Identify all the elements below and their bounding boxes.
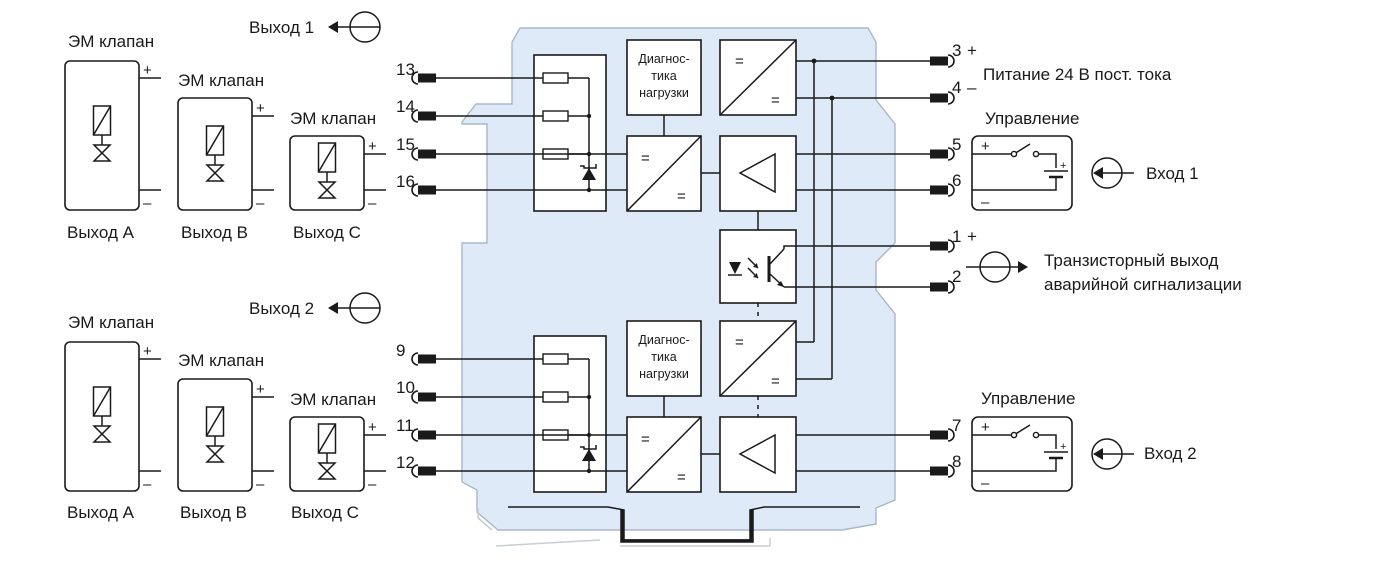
output-group-1: Выход 1 ЭМ клапан + – Выход A ЭМ клапан … — [64, 11, 386, 242]
svg-text:=: = — [771, 92, 780, 109]
svg-text:–: – — [981, 194, 990, 211]
optocoupler — [719, 229, 938, 304]
amplifier-box-1 — [719, 135, 797, 212]
channel-2: Диагнос- тика нагрузки = = = = — [418, 320, 938, 493]
terminal-6: 6 — [952, 171, 961, 190]
terminal-10: 10 — [396, 378, 415, 397]
valve-b-title: ЭМ клапан — [178, 71, 264, 90]
valve-b-box — [177, 97, 253, 211]
terminal-13: 13 — [396, 60, 415, 79]
svg-text:=: = — [735, 53, 744, 70]
valve-b-output: Выход B — [181, 223, 248, 242]
valve-c-output: Выход C — [293, 223, 361, 242]
amplifier-1 — [738, 152, 776, 194]
svg-text:+: + — [368, 419, 377, 436]
svg-text:–: – — [368, 195, 377, 212]
terminal-1-sign: + — [967, 227, 977, 246]
valve-c2-title: ЭМ клапан — [290, 390, 376, 409]
valve-c2-output: Выход C — [291, 503, 359, 522]
svg-text:=: = — [735, 334, 744, 351]
power-label: Питание 24 В пост. тока — [983, 65, 1172, 84]
diagnostics-label-1b: тика — [651, 69, 676, 83]
terminal-5: 5 — [952, 135, 961, 154]
svg-text:–: – — [981, 475, 990, 492]
valve-c-title: ЭМ клапан — [290, 109, 376, 128]
left-terminals: 13 14 15 16 9 10 11 12 — [396, 60, 437, 478]
terminal-3: 3 — [952, 41, 961, 60]
terminal-3-sign: + — [967, 41, 977, 60]
control-block-1: Управление + – + — [971, 109, 1080, 211]
diagnostics-label-1c: нагрузки — [639, 86, 689, 100]
terminal-12: 12 — [396, 453, 415, 472]
terminal-2: 2 — [952, 267, 961, 286]
input-1-label: Вход 1 — [1146, 164, 1199, 183]
output-1-label: Выход 1 — [249, 18, 314, 37]
power-bus — [796, 58, 835, 380]
valve-a2-title: ЭМ клапан — [68, 313, 154, 332]
transistor-label-1: Транзисторный выход — [1044, 251, 1218, 270]
svg-text:+: + — [368, 138, 377, 155]
diagnostics-label-1a: Диагнос- — [638, 52, 689, 66]
terminal-14: 14 — [396, 97, 415, 116]
valve-a-title: ЭМ клапан — [68, 32, 154, 51]
svg-text:=: = — [677, 469, 686, 486]
diagnostics-label-2c: нагрузки — [639, 367, 689, 381]
amplifier-box-2 — [719, 416, 797, 493]
diagnostics-box-2 — [626, 320, 702, 397]
svg-text:–: – — [143, 195, 152, 212]
terminal-4-sign: – — [967, 78, 977, 97]
svg-text:+: + — [143, 62, 152, 79]
din-rail-foot — [477, 508, 771, 547]
svg-text:=: = — [677, 188, 686, 205]
svg-text:–: – — [368, 476, 377, 493]
control-label-1: Управление — [985, 109, 1080, 128]
terminal-4: 4 — [952, 78, 961, 97]
valve-a-output: Выход A — [67, 223, 135, 242]
svg-text:+: + — [256, 381, 265, 398]
terminal-9: 9 — [396, 341, 405, 360]
control-label-2: Управление — [981, 389, 1076, 408]
diagnostics-label-2a: Диагнос- — [638, 333, 689, 347]
zener-diode-1 — [582, 168, 596, 180]
transistor-label-2: аварийной сигнализации — [1044, 275, 1242, 294]
svg-text:–: – — [256, 195, 265, 212]
terminal-8: 8 — [952, 452, 961, 471]
svg-text:+: + — [256, 100, 265, 117]
transistor-output: Транзисторный выход аварийной сигнализац… — [966, 251, 1242, 294]
terminal-16: 16 — [396, 172, 415, 191]
right-terminals: 3 + 4 – 5 6 1 + 2 7 8 — [929, 41, 977, 478]
input-2: Вход 2 — [1091, 438, 1197, 470]
valve-b2-output: Выход B — [180, 503, 247, 522]
svg-text:=: = — [641, 431, 650, 448]
input-2-label: Вход 2 — [1144, 444, 1197, 463]
valve-b2-box — [177, 378, 253, 492]
terminal-11: 11 — [396, 416, 414, 435]
diagnostics-label-2b: тика — [651, 350, 676, 364]
svg-text:+: + — [1060, 160, 1066, 172]
svg-text:=: = — [771, 373, 780, 390]
svg-text:–: – — [143, 476, 152, 493]
din-rail-clip — [620, 510, 754, 543]
valve-b2-title: ЭМ клапан — [178, 351, 264, 370]
input-1: Вход 1 — [1091, 157, 1199, 189]
terminal-7: 7 — [952, 416, 961, 435]
svg-text:–: – — [256, 476, 265, 493]
svg-text:+: + — [143, 343, 152, 360]
output-2-label: Выход 2 — [249, 299, 314, 318]
terminal-15: 15 — [396, 135, 415, 154]
valve-a2-output: Выход A — [67, 503, 135, 522]
output-group-2: Выход 2 ЭМ клапан + – Выход A ЭМ клапан … — [64, 292, 386, 522]
channel-1: Диагнос- тика нагрузки = = = = — [418, 39, 938, 230]
svg-text:+: + — [981, 138, 990, 155]
terminal-1: 1 — [952, 227, 961, 246]
svg-text:+: + — [1060, 441, 1066, 453]
control-block-2: Управление + – + — [971, 389, 1076, 492]
svg-text:+: + — [981, 419, 990, 436]
svg-text:=: = — [641, 150, 650, 167]
amplifier-2 — [738, 433, 776, 475]
diagnostics-box-1 — [626, 39, 702, 116]
zener-diode-2 — [582, 449, 596, 461]
